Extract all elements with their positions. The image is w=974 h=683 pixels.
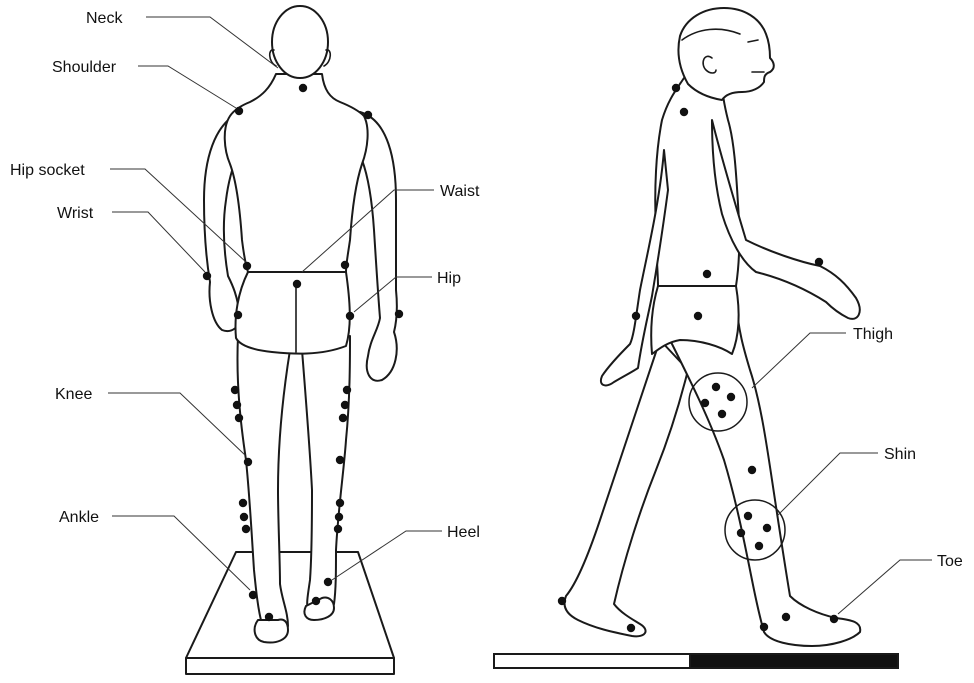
- marker-shin-right-1: [336, 499, 344, 507]
- left-foot: [255, 619, 288, 642]
- marker-shoulder-right: [364, 111, 372, 119]
- marker-thigh-left-2: [233, 401, 241, 409]
- marker-heel-left: [265, 613, 273, 621]
- marker-ankle-right: [324, 578, 332, 586]
- marker-shin-cluster-2: [763, 524, 771, 532]
- marker-thigh-cluster-2: [701, 399, 709, 407]
- marker-thigh-cluster-4: [718, 410, 726, 418]
- marker-knee-left: [244, 458, 252, 466]
- marker-shin-right-2: [335, 513, 343, 521]
- label-neck: Neck: [86, 10, 123, 27]
- marker-hip-socket-left: [243, 262, 251, 270]
- marker-shoulder-left: [235, 107, 243, 115]
- walkway-bar: [494, 654, 898, 668]
- marker-heel-right: [312, 597, 320, 605]
- marker-wrist-left: [203, 272, 211, 280]
- label-thigh: Thigh: [853, 326, 893, 343]
- marker-side-shoulder: [680, 108, 688, 116]
- label-shin: Shin: [884, 446, 916, 463]
- marker-thigh-left-1: [231, 386, 239, 394]
- marker-waist: [293, 280, 301, 288]
- marker-shin-cluster-4: [755, 542, 763, 550]
- label-hip: Hip: [437, 270, 461, 287]
- marker-side-toe: [830, 615, 838, 623]
- marker-neck: [299, 84, 307, 92]
- marker-shin-left-3: [242, 525, 250, 533]
- marker-side-back-wrist: [632, 312, 640, 320]
- marker-shin-cluster-1: [744, 512, 752, 520]
- marker-thigh-right-2: [341, 401, 349, 409]
- front-leg: [670, 300, 860, 646]
- marker-thigh-cluster-1: [712, 383, 720, 391]
- marker-hip-right: [346, 312, 354, 320]
- label-waist: Waist: [440, 183, 480, 200]
- head-profile: [678, 8, 773, 100]
- label-ankle: Ankle: [59, 509, 99, 526]
- marker-side-heel: [760, 623, 768, 631]
- marker-thigh-right-1: [343, 386, 351, 394]
- label-wrist: Wrist: [57, 205, 94, 222]
- marker-side-wrist: [815, 258, 823, 266]
- torso: [225, 74, 368, 272]
- marker-shin-right-3: [334, 525, 342, 533]
- back-view-figure: [186, 6, 397, 674]
- label-knee: Knee: [55, 386, 92, 403]
- side-view-figure: [494, 8, 898, 668]
- shorts: [236, 272, 350, 354]
- marker-side-ankle: [782, 613, 790, 621]
- marker-thigh-left-3: [235, 414, 243, 422]
- marker-side-back-ankle: [558, 597, 566, 605]
- marker-ankle-left: [249, 591, 257, 599]
- label-hip-socket: Hip socket: [10, 162, 85, 179]
- marker-hip-socket-right: [341, 261, 349, 269]
- label-shoulder: Shoulder: [52, 59, 117, 76]
- marker-side-waist: [703, 270, 711, 278]
- marker-shin-left-1: [239, 499, 247, 507]
- marker-side-neck: [672, 84, 680, 92]
- back-leg: [565, 340, 689, 636]
- force-platform: [186, 552, 394, 674]
- marker-shin-left-2: [240, 513, 248, 521]
- marker-wrist-right: [395, 310, 403, 318]
- label-toe: Toe: [937, 553, 963, 570]
- marker-side-back-toe: [627, 624, 635, 632]
- marker-thigh-right-3: [339, 414, 347, 422]
- marker-side-knee: [748, 466, 756, 474]
- marker-hip-left: [234, 311, 242, 319]
- marker-knee-right: [336, 456, 344, 464]
- marker-side-hip: [694, 312, 702, 320]
- marker-thigh-cluster-3: [727, 393, 735, 401]
- label-heel: Heel: [447, 524, 480, 541]
- head-back: [272, 6, 328, 78]
- marker-shin-cluster-3: [737, 529, 745, 537]
